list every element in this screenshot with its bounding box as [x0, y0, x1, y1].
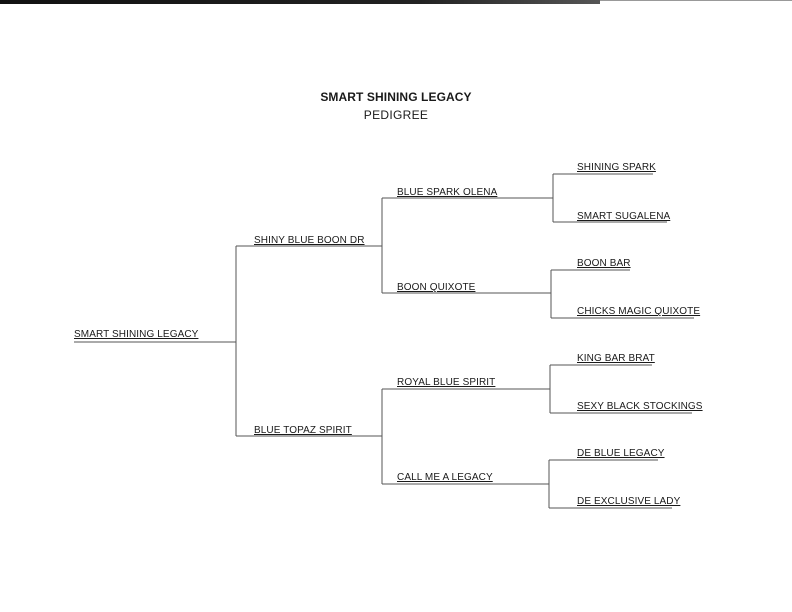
page-title: SMART SHINING LEGACY: [320, 90, 472, 104]
great-grandparent-1: SHINING SPARK: [577, 162, 656, 173]
great-grandparent-4: CHICKS MAGIC QUIXOTE: [577, 306, 701, 317]
dam-sire-name: ROYAL BLUE SPIRIT: [397, 377, 496, 388]
great-grandparent-6: SEXY BLACK STOCKINGS: [577, 401, 703, 412]
great-grandparent-7: DE BLUE LEGACY: [577, 448, 665, 459]
scan-edge-thin: [600, 0, 792, 1]
sire-dam-name: BOON QUIXOTE: [397, 282, 476, 293]
great-grandparent-8: DE EXCLUSIVE LADY: [577, 496, 681, 507]
subject-name: SMART SHINING LEGACY: [74, 329, 199, 340]
page-subtitle: PEDIGREE: [363, 108, 429, 122]
dam-name: BLUE TOPAZ SPIRIT: [254, 425, 352, 436]
great-grandparent-2: SMART SUGALENA: [577, 211, 671, 222]
sire-name: SHINY BLUE BOON DR: [254, 235, 365, 246]
great-grandparent-3: BOON BAR: [577, 258, 631, 269]
scan-edge: [0, 0, 600, 4]
sire-sire-name: BLUE SPARK OLENA: [397, 187, 498, 198]
great-grandparent-5: KING BAR BRAT: [577, 353, 655, 364]
dam-dam-name: CALL ME A LEGACY: [397, 472, 493, 483]
